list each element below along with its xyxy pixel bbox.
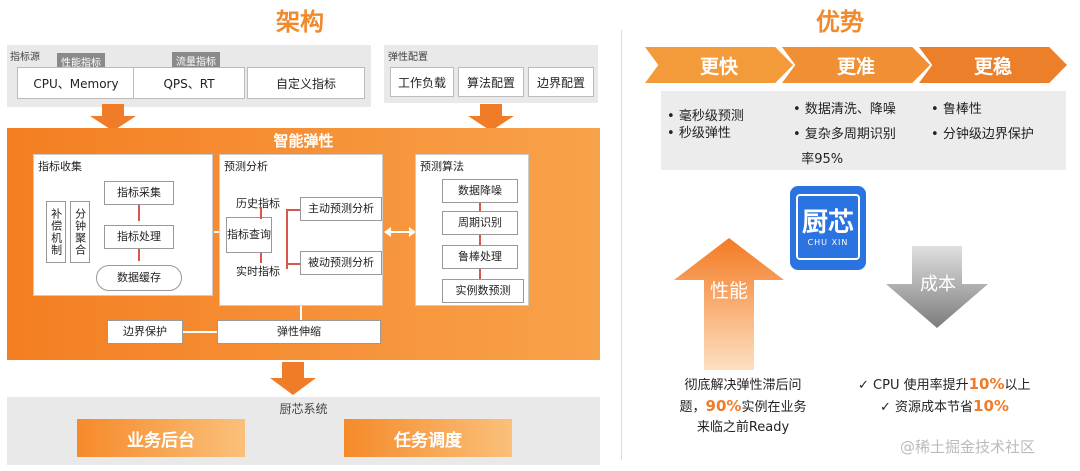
metric-source-label: 指标源: [10, 52, 40, 63]
bullet-item: 毫秒级预测: [678, 109, 744, 124]
bullet-item: 数据清洗、降噪: [804, 102, 896, 117]
divider: [621, 30, 622, 460]
history-metric-label: 历史指标: [236, 197, 280, 210]
perf-line-1: 彻底解决弹性滞后问: [684, 378, 802, 393]
advantage-panel: • 毫秒级预测 • 秒级弹性 • 数据清洗、降噪 • 复杂多周期识别 率95% …: [661, 91, 1066, 170]
active-predict-box: 主动预测分析: [300, 197, 382, 221]
minute-agg-box: 分钟聚合: [70, 201, 90, 263]
perf-metric-tab: 性能指标: [57, 53, 105, 70]
cost-line-2: ✓ 资源成本节省10%: [880, 397, 1009, 415]
double-arrow-icon: [384, 227, 416, 237]
cost-label: 成本: [920, 274, 956, 295]
bullet-item: 鲁棒性: [942, 102, 982, 117]
qps-rt-box: QPS、RT: [133, 67, 245, 99]
elastic-scaling-box: 弹性伸缩: [217, 320, 381, 344]
predict-algo-title: 预测算法: [420, 160, 464, 173]
realtime-metric-label: 实时指标: [236, 265, 280, 278]
boundary-protect-box: 边界保护: [107, 320, 183, 344]
robust-box: 鲁棒处理: [442, 245, 518, 269]
system-title: 厨芯系统: [279, 402, 328, 416]
down-arrow-icon: [468, 104, 514, 131]
elastic-config-panel: 弹性配置 工作负载 算法配置 边界配置: [384, 45, 598, 103]
perf-line-3: 来临之前Ready: [696, 420, 790, 435]
performance-label: 性能: [709, 280, 748, 302]
down-arrow-icon: [270, 362, 316, 395]
metric-query-box: 指标查询: [226, 217, 272, 253]
col3-list: • 鲁棒性 • 分钟级边界保护: [931, 102, 1034, 142]
bullet-item: 分钟级边界保护: [942, 127, 1034, 142]
traffic-metric-tab: 流量指标: [172, 52, 220, 69]
algo-config-box: 算法配置: [458, 67, 524, 97]
metric-collect-title: 指标收集: [38, 160, 82, 173]
instance-predict-box: 实例数预测: [442, 279, 524, 303]
business-backend-button[interactable]: 业务后台: [77, 419, 245, 457]
bullet-item: 秒级弹性: [678, 126, 731, 141]
col2-list: • 数据清洗、降噪 • 复杂多周期识别 率95%: [793, 102, 896, 167]
col1-list: • 毫秒级预测 • 秒级弹性: [667, 109, 744, 141]
predict-analysis-title: 预测分析: [224, 160, 268, 173]
system-panel: 厨芯系统 业务后台 任务调度: [7, 397, 600, 465]
chuxin-logo: 厨芯 CHU XIN: [790, 186, 866, 270]
data-cache-step: 数据缓存: [96, 265, 182, 291]
elastic-config-label: 弹性配置: [388, 52, 428, 63]
predict-analysis-box: 预测分析 历史指标 指标查询 主动预测分析 被动预测分析 实时指标: [219, 154, 383, 306]
passive-predict-box: 被动预测分析: [300, 251, 382, 275]
cost-desc: ✓ CPU 使用率提升10%以上 ✓ 资源成本节省10%: [858, 374, 1058, 418]
down-arrow-icon: [90, 104, 136, 131]
custom-metric-box: 自定义指标: [247, 67, 365, 99]
task-schedule-button[interactable]: 任务调度: [344, 419, 512, 457]
performance-desc: 彻底解决弹性滞后问 题，90%实例在业务 来临之前Ready: [668, 376, 818, 438]
metric-collect-box: 指标收集 补偿机制 分钟聚合 指标采集 指标处理 数据缓存: [33, 154, 213, 296]
compensation-box: 补偿机制: [46, 201, 66, 263]
highlight-90: 90%: [705, 397, 742, 415]
smart-elastic-panel: 智能弹性 指标收集 补偿机制 分钟聚合 指标采集 指标处理 数据缓存 预测分析 …: [7, 128, 600, 360]
smart-elastic-title: 智能弹性: [273, 132, 334, 150]
cpu-memory-box: CPU、Memory: [17, 67, 135, 99]
down-arrow-icon: [886, 246, 988, 328]
architecture-title: 架构: [276, 8, 324, 36]
workload-box: 工作负载: [390, 67, 454, 97]
logo-main-text: 厨芯: [801, 208, 854, 238]
highlight-10b: 10%: [973, 397, 1009, 415]
chevron-accurate: 更准: [782, 47, 930, 83]
boundary-config-box: 边界配置: [528, 67, 594, 97]
advantages-title: 优势: [816, 8, 864, 36]
logo-sub-text: CHU XIN: [807, 238, 849, 247]
chevron-faster: 更快: [645, 47, 793, 83]
period-box: 周期识别: [442, 211, 518, 235]
bullet-item: 率95%: [801, 152, 844, 167]
denoise-box: 数据降噪: [442, 179, 518, 203]
predict-algo-box: 预测算法 数据降噪 周期识别 鲁棒处理 实例数预测: [415, 154, 529, 306]
metric-source-panel: 指标源 性能指标 流量指标 CPU、Memory QPS、RT 自定义指标: [7, 45, 371, 107]
highlight-10: 10%: [968, 375, 1005, 393]
metric-collect-step: 指标采集: [104, 181, 174, 205]
chevron-stable: 更稳: [919, 47, 1067, 83]
metric-process-step: 指标处理: [104, 225, 174, 249]
cost-line-1: ✓ CPU 使用率提升10%以上: [858, 375, 1031, 393]
bullet-item: 复杂多周期识别: [804, 127, 896, 142]
up-arrow-icon: [674, 238, 784, 370]
watermark: @稀土掘金技术社区: [900, 438, 1036, 456]
perf-line-2: 题，90%实例在业务: [679, 397, 807, 415]
